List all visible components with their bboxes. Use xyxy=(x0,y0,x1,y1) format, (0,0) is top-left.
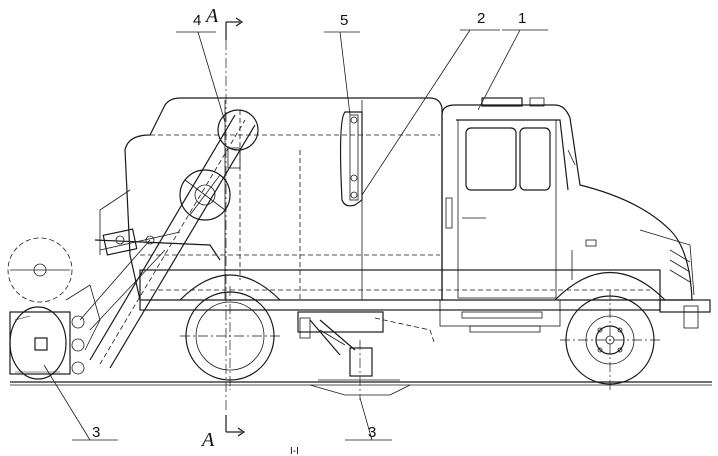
rear-linkage xyxy=(79,228,221,331)
figure-caption: I-I xyxy=(290,446,299,456)
truck-cab xyxy=(441,97,711,329)
front-wheel xyxy=(554,271,666,392)
leader-lines xyxy=(43,29,548,441)
section-marker-bottom xyxy=(225,415,246,437)
cab-steps xyxy=(461,311,543,333)
section-label-bottom: A xyxy=(200,429,215,451)
callout-labels: 1 2 3 3 4 5 A A I-I xyxy=(92,5,526,456)
side-cylinder xyxy=(339,111,363,207)
callout-3-left: 3 xyxy=(92,424,100,441)
callout-3-mid: 3 xyxy=(368,424,376,441)
rear-wheel xyxy=(179,274,281,390)
section-marker-top xyxy=(225,17,244,410)
callout-4: 4 xyxy=(193,12,201,29)
inclined-conveyor xyxy=(89,109,259,369)
section-label-top: A xyxy=(204,5,219,27)
callout-2: 2 xyxy=(477,10,485,27)
rear-brush xyxy=(9,284,101,380)
callout-5: 5 xyxy=(340,12,348,29)
rear-brush-raised xyxy=(7,237,73,303)
chassis-frame xyxy=(139,269,661,327)
hopper-body xyxy=(99,97,443,301)
callout-1: 1 xyxy=(518,10,526,27)
mid-brush-assembly xyxy=(297,311,436,400)
